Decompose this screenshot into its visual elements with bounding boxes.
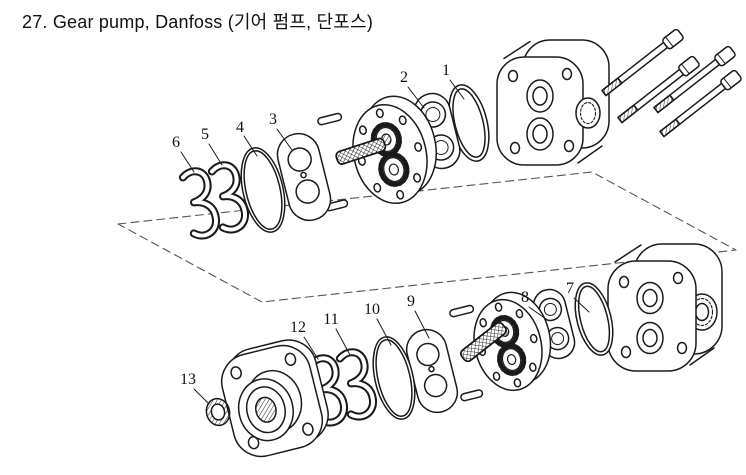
cap-screw — [601, 28, 684, 97]
part-label-2: 2 — [400, 69, 408, 86]
dowel-pin — [449, 304, 475, 318]
part-label-7: 7 — [566, 280, 574, 297]
port-threads — [579, 101, 597, 125]
part-10-oring — [372, 336, 416, 420]
part-label-5: 5 — [201, 126, 209, 143]
part-13-seal-ring — [205, 397, 231, 427]
part-7-oring — [574, 282, 614, 356]
gear-bottom — [497, 343, 527, 376]
cap-screw — [617, 55, 700, 124]
rear-body — [607, 243, 723, 372]
part-label-4: 4 — [236, 119, 244, 136]
part-label-8: 8 — [521, 289, 529, 306]
cap-screw — [653, 45, 736, 114]
drive-shaft-front — [335, 137, 387, 165]
cap-screws — [601, 28, 742, 138]
part-11-seal — [335, 348, 377, 421]
port-boss — [575, 97, 601, 129]
part-label-1: 1 — [442, 62, 450, 79]
leader-lines — [180, 79, 590, 405]
page-title: 27. Gear pump, Danfoss (기어 펌프, 단포스) — [22, 12, 374, 32]
part-label-13: 13 — [180, 371, 196, 388]
part-5-seal — [207, 161, 249, 234]
part-label-3: 3 — [269, 111, 277, 128]
part-3-bearing-plate — [276, 132, 332, 222]
part-label-11: 11 — [323, 311, 338, 328]
gear-bottom — [378, 152, 410, 187]
part-labels: 1 2 3 4 5 6 7 8 9 10 11 12 13 — [172, 62, 574, 388]
part-label-10: 10 — [364, 301, 380, 318]
front-body — [496, 39, 610, 166]
drive-shaft-rear — [460, 321, 507, 363]
part-6-seal — [178, 167, 220, 240]
part-label-6: 6 — [172, 134, 180, 151]
gear-set-front — [352, 95, 437, 205]
cap-screw — [659, 69, 742, 138]
mounting-flange — [220, 339, 329, 458]
port-threads — [690, 297, 714, 327]
part-label-9: 9 — [407, 293, 415, 310]
part-label-12: 12 — [290, 319, 306, 336]
dowel-pin — [317, 112, 343, 126]
construction-plane-dashed-lines — [117, 171, 737, 303]
dowel-pin — [460, 389, 484, 402]
